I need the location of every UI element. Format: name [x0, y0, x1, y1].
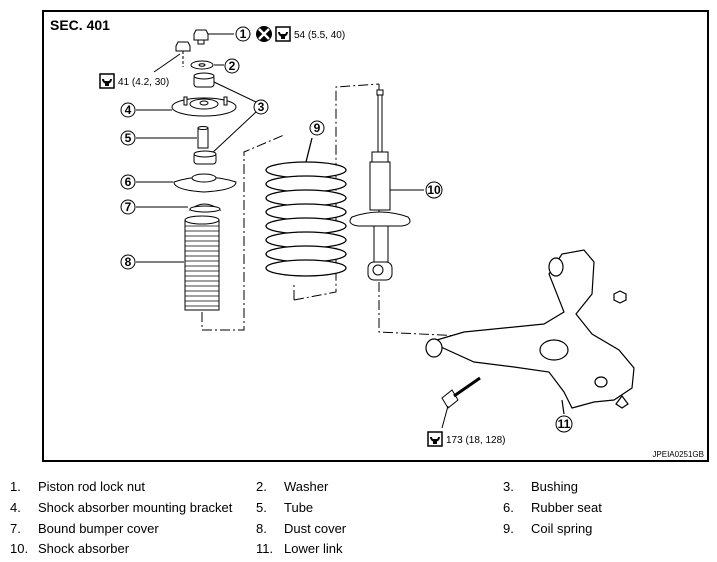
- callout-8: 8: [120, 254, 136, 270]
- piston-rod-lock-nut: [193, 29, 234, 45]
- torque-wrench-icon: [275, 26, 291, 42]
- svg-text:6: 6: [125, 175, 132, 189]
- callout-7: 7: [120, 199, 136, 215]
- legend-label: Dust cover: [284, 521, 347, 536]
- svg-text:8: 8: [125, 255, 132, 269]
- legend-number: 3.: [503, 479, 514, 494]
- svg-text:9: 9: [314, 121, 321, 135]
- legend-number: 6.: [503, 500, 514, 515]
- callout-10: 10: [425, 181, 443, 199]
- legend-number: 2.: [256, 479, 267, 494]
- legend-label: Piston rod lock nut: [38, 479, 145, 494]
- legend-label: Coil spring: [531, 521, 593, 536]
- legend-number: 1.: [10, 479, 21, 494]
- callout-2: 2: [224, 58, 240, 74]
- lower-link-bolt-torque: 173 (18, 128): [446, 435, 506, 446]
- legend-label: Rubber seat: [531, 500, 602, 515]
- callout-5: 5: [120, 130, 136, 146]
- mounting-bracket-bolt: [175, 41, 191, 67]
- legend-label: Shock absorber mounting bracket: [38, 500, 233, 515]
- do-not-reuse-icon: [256, 26, 272, 42]
- svg-text:5: 5: [125, 131, 132, 145]
- svg-text:10: 10: [427, 183, 441, 197]
- legend-label: Bushing: [531, 479, 578, 494]
- legend-number: 9.: [503, 521, 514, 536]
- legend-number: 5.: [256, 500, 267, 515]
- lower-bushing: [193, 150, 217, 165]
- callout-6: 6: [120, 174, 136, 190]
- callout-3: 3: [253, 99, 269, 115]
- svg-text:4: 4: [125, 103, 132, 117]
- tube: [136, 126, 209, 149]
- bolt-leader: [153, 53, 181, 73]
- callout-11: 11: [555, 415, 573, 433]
- exploded-view-diagram: SEC. 401 1 54 (5.5, 40) 41 (4.2, 30): [42, 10, 709, 462]
- lower-link: [425, 249, 635, 415]
- legend-label: Bound bumper cover: [38, 521, 159, 536]
- legend-number: 10.: [10, 541, 29, 556]
- callout-9: 9: [309, 120, 325, 136]
- coil-spring: [265, 137, 347, 277]
- legend-number: 4.: [10, 500, 21, 515]
- section-label: SEC. 401: [50, 17, 110, 33]
- rubber-seat: [136, 173, 237, 193]
- coil-turn: [265, 259, 347, 277]
- figure-code: JPEIA0251GB: [652, 450, 704, 459]
- legend-number: 8.: [256, 521, 267, 536]
- washer: [190, 60, 224, 70]
- callout-4: 4: [120, 102, 136, 118]
- lower-link-bolt: [441, 376, 481, 429]
- svg-text:3: 3: [258, 100, 265, 114]
- lock-nut-torque: 54 (5.5, 40): [294, 30, 345, 41]
- callout-1: 1: [235, 26, 251, 42]
- legend-label: Lower link: [284, 541, 343, 556]
- upper-bushing: [193, 72, 215, 88]
- svg-text:11: 11: [558, 417, 571, 431]
- legend-number: 11.: [256, 541, 274, 556]
- bushing-leader-upper: [213, 81, 257, 103]
- parts-legend: 1. Piston rod lock nut 2. Washer 3. Bush…: [0, 476, 717, 562]
- svg-text:7: 7: [125, 200, 132, 214]
- legend-label: Washer: [284, 479, 329, 494]
- legend-number: 7.: [10, 521, 21, 536]
- shock-absorber: [349, 89, 424, 281]
- torque-wrench-icon: [99, 73, 115, 89]
- svg-text:2: 2: [229, 59, 236, 73]
- shock-absorber-mounting-bracket: [136, 96, 237, 117]
- bracket-bolt-torque: 41 (4.2, 30): [118, 77, 169, 88]
- bound-bumper-cover: [136, 203, 222, 213]
- bushing-leader-lower: [209, 111, 257, 156]
- legend-label: Shock absorber: [38, 541, 130, 556]
- torque-wrench-icon: [427, 431, 443, 447]
- dust-cover: [136, 215, 220, 311]
- legend-label: Tube: [284, 500, 314, 515]
- svg-text:1: 1: [240, 27, 247, 41]
